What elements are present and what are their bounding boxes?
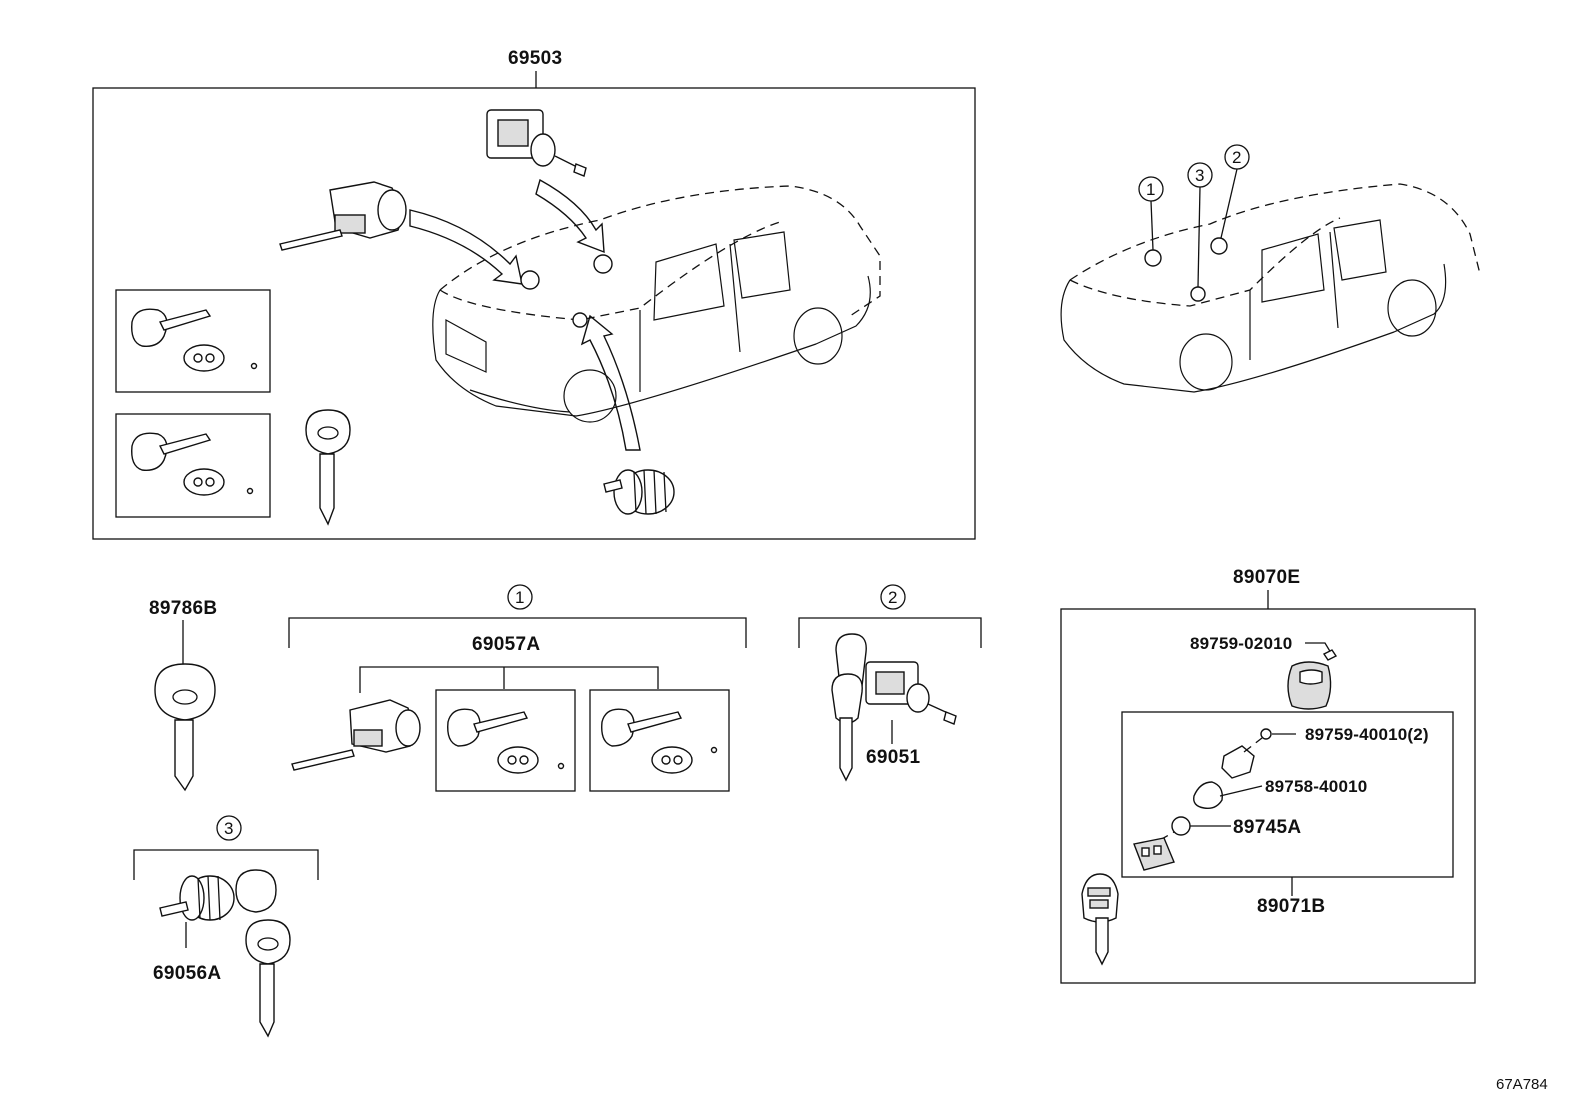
kit-69503-box — [92, 87, 976, 540]
label-69051[interactable]: 69051 — [866, 747, 920, 768]
keypad-icon — [1133, 837, 1175, 871]
reference-code: 67A784 — [1496, 1076, 1548, 1093]
glove-cylinder-icon — [603, 469, 675, 515]
cylinder-set-1-group: 1 69057A — [288, 584, 747, 792]
key-icon — [305, 409, 351, 526]
svg-text:2: 2 — [1232, 148, 1241, 167]
ignition-cylinder-icon — [291, 699, 421, 771]
door-lock-cylinder-icon — [486, 109, 587, 177]
transmitter-icon — [1081, 873, 1119, 966]
callout-3-ref: 3 — [1187, 162, 1213, 288]
cover-icon — [1193, 781, 1223, 810]
key-icon — [131, 432, 254, 496]
label-89759-02010[interactable]: 89759-02010 — [1190, 634, 1292, 653]
ignition-cylinder-icon — [279, 181, 407, 251]
key-icon — [154, 663, 216, 792]
car-icon — [432, 185, 881, 423]
door-lock-cylinder-icon — [865, 661, 957, 725]
label-89070E[interactable]: 89070E — [1233, 567, 1300, 588]
transmitter-case-icon — [1287, 661, 1332, 710]
key-icon — [831, 633, 867, 782]
label-69503[interactable]: 69503 — [508, 48, 562, 69]
key-icon — [235, 869, 291, 1038]
kit-69503-group: 69503 — [92, 48, 976, 540]
label-89759-40010[interactable]: 89759-40010(2) — [1305, 725, 1429, 744]
svg-text:1: 1 — [515, 588, 524, 607]
glove-cylinder-icon — [159, 875, 235, 921]
label-89745A[interactable]: 89745A — [1233, 817, 1301, 838]
key-icon — [447, 708, 565, 774]
battery-icon — [1171, 816, 1191, 836]
callout-1-ref: 1 — [1138, 176, 1164, 251]
plate-icon — [1221, 745, 1255, 779]
transmitter-group: 89070E 89759-02010 89759-40010(2) 89758-… — [1060, 567, 1476, 984]
transmitter-box — [1060, 608, 1476, 984]
label-69057A[interactable]: 69057A — [472, 634, 540, 655]
key-blank-group: 89786B — [149, 598, 217, 792]
door-cylinder-group: 2 69051 — [798, 584, 982, 782]
svg-text:3: 3 — [1195, 166, 1204, 185]
svg-text:2: 2 — [888, 588, 897, 607]
glove-cylinder-group: 3 69056A — [133, 815, 319, 1038]
key-icon — [601, 708, 718, 774]
car-reference-icon: 1 3 2 — [1060, 144, 1481, 393]
svg-text:1: 1 — [1146, 180, 1155, 199]
label-89786B[interactable]: 89786B — [149, 598, 217, 619]
callout-2-ref: 2 — [1220, 144, 1250, 239]
screw-icon — [1260, 728, 1272, 740]
label-69056A[interactable]: 69056A — [153, 963, 221, 984]
screw-icon — [1322, 649, 1338, 661]
label-89758-40010[interactable]: 89758-40010 — [1265, 777, 1367, 796]
label-89071B[interactable]: 89071B — [1257, 896, 1325, 917]
svg-text:3: 3 — [224, 819, 233, 838]
key-icon — [131, 308, 258, 372]
